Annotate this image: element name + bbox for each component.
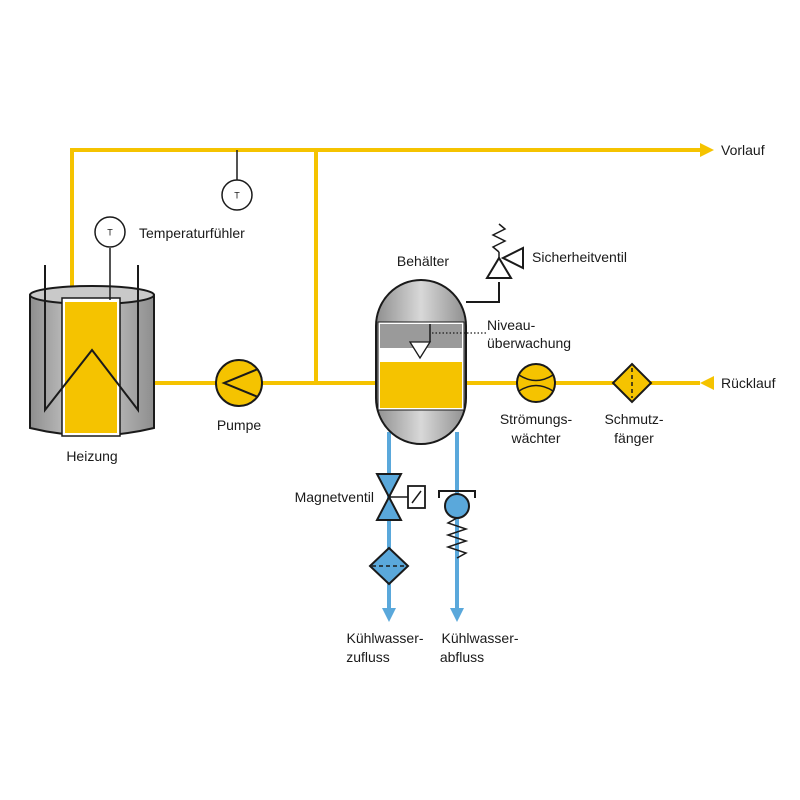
label-sicherheitventil: Sicherheitventil bbox=[532, 249, 627, 265]
label-abfluss-line2: abfluss bbox=[440, 649, 484, 665]
label-vorlauf: Vorlauf bbox=[721, 142, 765, 158]
cooling-strainer-icon bbox=[368, 546, 410, 586]
safety-valve-icon bbox=[466, 223, 524, 303]
label-niveau-line1: Niveau- bbox=[487, 317, 536, 333]
label-zufluss-line2: zufluss bbox=[346, 649, 390, 665]
flow-monitor-icon bbox=[516, 363, 556, 403]
label-stroemung-line2: wächter bbox=[510, 430, 560, 446]
label-abfluss-line1: Kühlwasser- bbox=[441, 630, 518, 646]
check-valve-icon bbox=[438, 490, 476, 559]
solenoid-valve-icon bbox=[375, 473, 426, 521]
vessel bbox=[375, 279, 488, 445]
label-temperaturfuehler: Temperaturfühler bbox=[139, 225, 245, 241]
strainer-icon bbox=[611, 362, 653, 404]
pump-icon bbox=[215, 359, 263, 407]
cooling-water-pipes bbox=[382, 432, 464, 622]
supply-line bbox=[70, 148, 700, 298]
label-niveau-line2: überwachung bbox=[487, 335, 571, 351]
level-sensor-icon bbox=[408, 341, 432, 360]
svg-text:T: T bbox=[107, 228, 113, 238]
label-heizung: Heizung bbox=[66, 448, 117, 464]
label-schmutz-line1: Schmutz- bbox=[604, 411, 663, 427]
heating-coil bbox=[44, 265, 139, 413]
safety-valve-pipe bbox=[466, 282, 500, 303]
inflow-arrow bbox=[382, 608, 396, 622]
label-zufluss-line1: Kühlwasser- bbox=[346, 630, 423, 646]
label-magnetventil: Magnetventil bbox=[295, 489, 374, 505]
label-pumpe: Pumpe bbox=[217, 417, 262, 433]
heater-fluid bbox=[65, 302, 117, 433]
label-ruecklauf: Rücklauf bbox=[721, 375, 776, 391]
label-behaelter: Behälter bbox=[397, 253, 449, 269]
vessel-fluid bbox=[380, 362, 462, 408]
ruecklauf-arrow bbox=[700, 376, 714, 390]
label-schmutz-line2: fänger bbox=[614, 430, 654, 446]
vorlauf-arrow bbox=[700, 143, 714, 157]
heater bbox=[29, 248, 155, 437]
temperature-sensor-heater: T bbox=[94, 216, 126, 248]
temperature-sensor-supply: T bbox=[221, 179, 253, 211]
outflow-arrow bbox=[450, 608, 464, 622]
svg-text:T: T bbox=[234, 191, 240, 201]
label-stroemung-line1: Strömungs- bbox=[500, 411, 573, 427]
